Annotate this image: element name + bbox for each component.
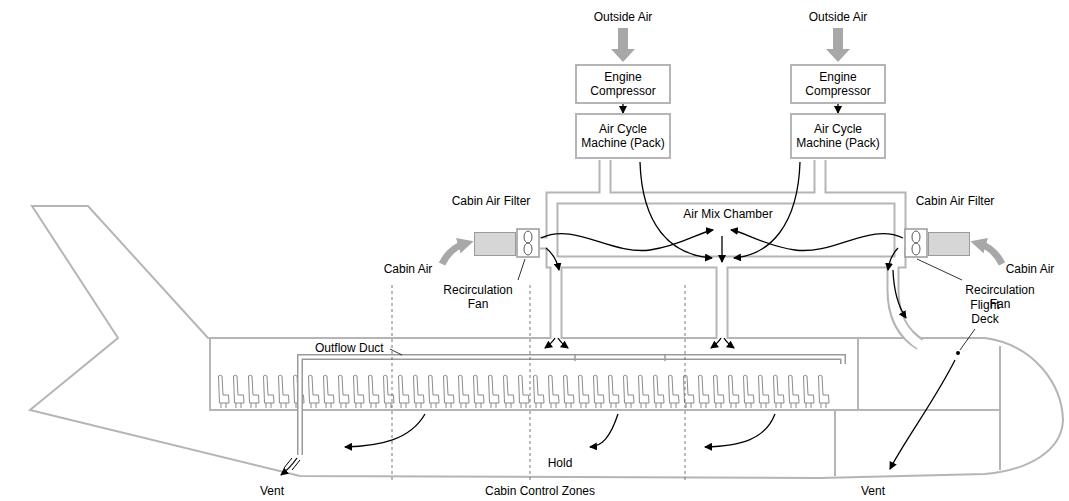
filter-heading: Cabin Air Filter <box>916 194 995 208</box>
outflow-duct <box>300 357 843 455</box>
nose-bulkhead <box>999 346 1001 470</box>
duct-inlet <box>664 354 666 361</box>
duct-inlet <box>574 354 576 361</box>
outflow-duct-inner <box>300 357 843 455</box>
flight-deck-floor <box>858 409 1000 411</box>
cabin-air-arrow <box>980 244 1002 264</box>
diagram-label: Vent <box>848 484 898 498</box>
filter-box: Cabin Air Filter <box>474 232 516 256</box>
diagram-label: Air Mix Chamber <box>668 207 788 221</box>
fan-blade <box>912 231 920 243</box>
flow-arrow <box>705 414 775 447</box>
fan-leader <box>518 259 525 280</box>
diagram-label: Cabin Air <box>368 262 448 276</box>
flow-arrow <box>558 338 568 348</box>
flight-deck-dot <box>956 351 960 355</box>
flow-arrow <box>545 338 555 348</box>
diagram-label: Cabin Control Zones <box>460 484 620 498</box>
fan-housing <box>905 229 927 257</box>
flow-connector <box>837 104 838 113</box>
process-box: Air Cycle Machine (Pack) <box>790 113 886 159</box>
flight-deck-wall <box>834 410 836 476</box>
duct <box>552 198 900 262</box>
flight-deck-leader <box>960 329 975 350</box>
diagram-label: Cabin Air <box>1000 262 1060 276</box>
flow-arrow <box>590 414 618 447</box>
process-box: Air Cycle Machine (Pack) <box>575 113 671 159</box>
diagram-label: Outside Air <box>778 10 898 24</box>
filter-box: Cabin Air Filter <box>928 232 970 256</box>
cabin-air-arrow <box>442 244 464 264</box>
flow-arrow <box>731 230 903 251</box>
fan-blade <box>912 243 920 255</box>
diagram-label: Recirculation Fan <box>433 283 523 311</box>
fan-blade <box>524 243 532 255</box>
duct <box>538 239 552 248</box>
diagram-label: Flight Deck <box>963 298 1007 326</box>
process-box: Engine Compressor <box>575 64 671 104</box>
duct <box>552 198 900 262</box>
box-text: Air Cycle Machine (Pack) <box>581 122 665 150</box>
flow-arrow <box>541 230 713 251</box>
zone-lines <box>392 285 685 480</box>
mix-chamber-fill <box>559 205 893 255</box>
flow-arrow <box>281 458 297 475</box>
supply-ducts-inner <box>538 158 922 346</box>
duct <box>601 158 610 198</box>
flow-arrow <box>345 414 425 447</box>
flow-arrow <box>711 338 721 348</box>
cabin-outline <box>210 338 858 410</box>
diagram-label: Recirculation Fan <box>955 283 1045 311</box>
airflow-arrows <box>281 162 955 475</box>
flow-arrow <box>721 236 722 262</box>
flow-connector <box>622 104 623 113</box>
flow-arrow <box>888 248 898 270</box>
process-box: Engine Compressor <box>790 64 886 104</box>
box-text: Engine Compressor <box>581 70 665 98</box>
duct <box>816 158 825 198</box>
duct <box>893 262 922 346</box>
flow-arrow <box>890 360 955 469</box>
outside-air-arrow <box>826 28 850 62</box>
supply-ducts <box>540 160 920 344</box>
filter-heading: Cabin Air Filter <box>452 194 531 208</box>
flow-arrow <box>893 270 906 318</box>
vent-mark <box>292 460 300 470</box>
zone-line <box>530 285 531 480</box>
fan-blade <box>524 231 532 243</box>
flow-arrow <box>724 338 734 348</box>
box-text: Engine Compressor <box>796 70 880 98</box>
duct <box>552 262 561 340</box>
fuselage-outline <box>30 206 1063 478</box>
seat-row <box>216 374 831 410</box>
diagram-label: Hold <box>530 456 590 470</box>
diagram-label: Outflow Duct <box>315 341 405 355</box>
box-text: Air Cycle Machine (Pack) <box>796 122 880 150</box>
flow-arrow <box>546 248 559 270</box>
zone-line <box>685 285 686 480</box>
diagram-label: Outside Air <box>563 10 683 24</box>
fan-housing <box>517 229 539 257</box>
fan-leader <box>917 259 962 280</box>
zone-line <box>392 285 393 480</box>
outside-air-arrow <box>611 28 635 62</box>
duct <box>718 262 727 340</box>
diagram-label: Vent <box>247 484 297 498</box>
